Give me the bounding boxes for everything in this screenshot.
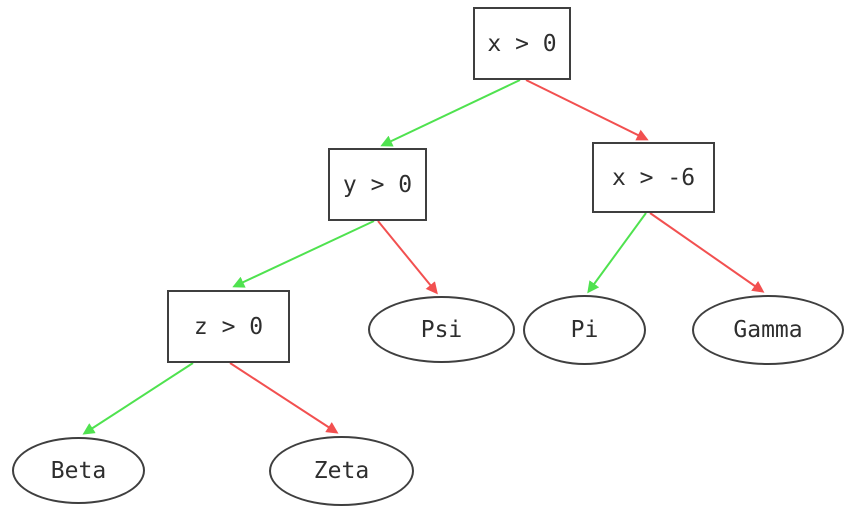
node-z-gt-0-label: z > 0 — [193, 313, 264, 340]
node-x-gt-0: x > 0 — [473, 7, 571, 80]
leaf-pi-label: Pi — [570, 317, 599, 343]
leaf-psi: Psi — [368, 296, 515, 363]
edge-xm6-to-pi-true — [587, 212, 647, 294]
node-y-gt-0-label: y > 0 — [342, 171, 413, 198]
node-x-gt-0-label: x > 0 — [487, 30, 557, 57]
leaf-psi-label: Psi — [420, 316, 463, 343]
leaf-zeta: Zeta — [269, 436, 414, 506]
edge-y0-to-z0-true — [232, 220, 375, 288]
node-x-gt-neg6-label: x > -6 — [611, 164, 696, 191]
edge-z0-to-beta-true — [82, 362, 194, 435]
edge-z0-to-zeta-false — [229, 362, 339, 434]
edge-root-to-y0-true — [380, 79, 521, 147]
node-x-gt-neg6: x > -6 — [592, 142, 715, 213]
leaf-beta-label: Beta — [50, 457, 107, 484]
edge-y0-to-psi-false — [377, 220, 438, 295]
leaf-pi: Pi — [523, 295, 646, 365]
leaf-zeta-label: Zeta — [313, 458, 370, 484]
edge-xm6-to-gamma-false — [649, 212, 765, 293]
node-y-gt-0: y > 0 — [328, 148, 427, 221]
leaf-beta: Beta — [12, 437, 145, 504]
edge-root-to-xm6-false — [525, 79, 649, 141]
leaf-gamma-label: Gamma — [733, 317, 803, 343]
node-z-gt-0: z > 0 — [167, 290, 290, 363]
leaf-gamma: Gamma — [692, 295, 844, 365]
